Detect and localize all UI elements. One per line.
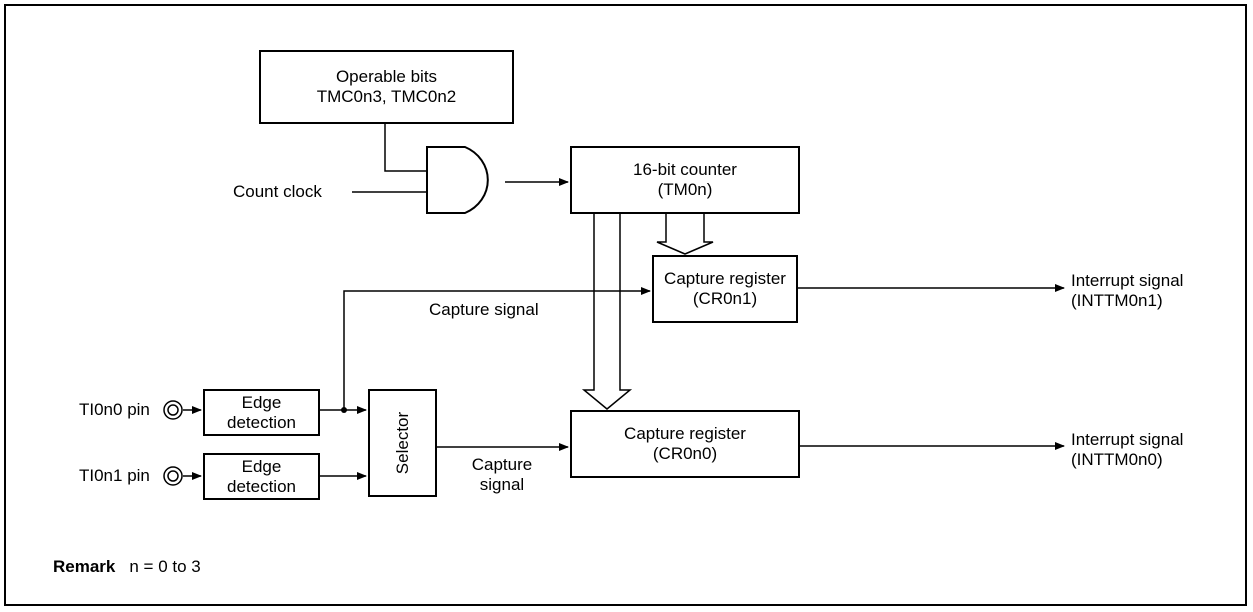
and-gate xyxy=(426,146,489,214)
capture-signal-bottom-line2: signal xyxy=(479,475,525,494)
pin0-outer-circle xyxy=(163,400,183,420)
interrupt-1-label: Interrupt signal (INTTM0n1) xyxy=(1071,271,1183,311)
operable-to-gate-line xyxy=(384,123,427,172)
operable-bits-line2: TMC0n3, TMC0n2 xyxy=(316,87,457,106)
selector-label: Selector xyxy=(393,411,412,475)
pin1-inner-circle xyxy=(167,470,179,482)
interrupt-0-label: Interrupt signal (INTTM0n0) xyxy=(1071,430,1183,470)
counter-to-capture0-arrow xyxy=(581,214,633,410)
capture-register-0-line2: (CR0n0) xyxy=(652,444,718,463)
capture-register-1-box: Capture register (CR0n1) xyxy=(652,255,798,323)
remark-text: n = 0 to 3 xyxy=(129,557,201,576)
interrupt-0-line1: Interrupt signal xyxy=(1071,430,1184,449)
capture-signal-top-line xyxy=(343,287,651,410)
remark-label: Remark xyxy=(53,557,116,576)
remark: Remark n = 0 to 3 xyxy=(53,557,201,577)
operable-bits-box: Operable bits TMC0n3, TMC0n2 xyxy=(259,50,514,124)
interrupt-1-line1: Interrupt signal xyxy=(1071,271,1184,290)
edge-detection-1-line2: detection xyxy=(227,476,296,496)
counter-to-capture1-arrow xyxy=(656,214,714,255)
pin0-inner-circle xyxy=(167,404,179,416)
edge-detection-0-line1: Edge xyxy=(241,392,282,412)
capture-register-1-line1: Capture register xyxy=(664,269,786,288)
interrupt-1-line2: (INTTM0n1) xyxy=(1071,291,1163,310)
diagram-frame xyxy=(4,4,1247,606)
capture-register-0-line1: Capture register xyxy=(624,424,746,443)
pin-0-label: TI0n0 pin xyxy=(79,400,150,419)
capture-signal-bottom-label: Capture signal xyxy=(460,455,544,495)
junction-dot xyxy=(341,407,347,413)
capture-signal-top-label: Capture signal xyxy=(429,300,539,319)
counter-box: 16-bit counter (TM0n) xyxy=(570,146,800,214)
edge-detection-1-box: Edge detection xyxy=(203,453,320,500)
edge-detection-1-line1: Edge xyxy=(241,456,282,476)
pin1-outer-circle xyxy=(163,466,183,486)
pin-1-label: TI0n1 pin xyxy=(79,466,150,485)
edge-detection-0-line2: detection xyxy=(227,412,296,432)
capture-register-0-box: Capture register (CR0n0) xyxy=(570,410,800,478)
capture-signal-bottom-line1: Capture xyxy=(471,455,533,474)
count-clock-label: Count clock xyxy=(233,182,322,201)
counter-line2: (TM0n) xyxy=(657,180,713,199)
edge-detection-0-box: Edge detection xyxy=(203,389,320,436)
selector-box xyxy=(368,389,437,497)
capture-register-1-line2: (CR0n1) xyxy=(692,289,758,308)
interrupt-0-line2: (INTTM0n0) xyxy=(1071,450,1163,469)
operable-bits-line1: Operable bits xyxy=(335,67,438,86)
counter-line1: 16-bit counter xyxy=(633,160,737,179)
